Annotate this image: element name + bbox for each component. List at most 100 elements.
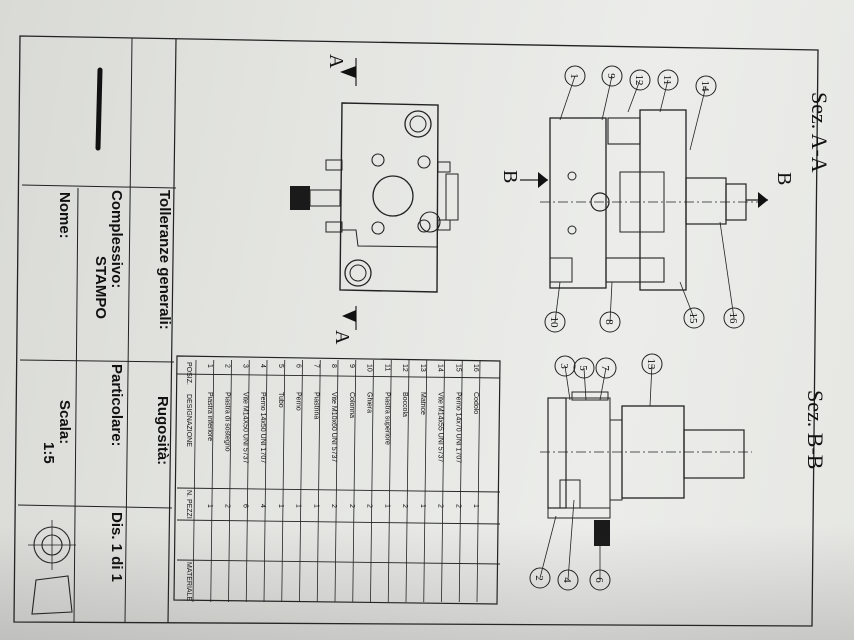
parts-row-pos: 16 <box>472 364 479 372</box>
tolerances-label: Tolleranze generali: <box>156 190 173 330</box>
parts-row-qty: 1 <box>419 504 426 508</box>
section-aa-balloon <box>723 307 745 329</box>
section-aa-balloon-number: 16 <box>727 313 739 325</box>
section-aa-view: B B <box>499 109 795 291</box>
parts-row-pos: 15 <box>454 364 461 372</box>
parts-row-designation: Vite M14x55 UNI 5737 <box>437 392 444 462</box>
balloon-leader <box>559 75 576 121</box>
balloon-leader <box>539 515 557 579</box>
parts-row-qty: 2 <box>437 504 444 508</box>
parts-row-designation: Perno 14x50 UNI 1707 <box>259 392 266 463</box>
section-aa-balloon-number: 9 <box>605 73 617 79</box>
parts-row-designation: Codolo <box>472 392 479 414</box>
section-bb-view <box>540 391 752 546</box>
section-bb-balloon-number: 13 <box>645 359 657 371</box>
parts-row-designation: Perno 14x70 UNI 1707 <box>454 392 461 463</box>
parts-row-qty: 2 <box>366 504 373 508</box>
balloon-leader <box>599 367 607 401</box>
balloon-leader <box>609 281 613 323</box>
parts-row-designation: Perno <box>295 392 302 411</box>
balloon-leader <box>719 221 735 319</box>
parts-row-designation: Tubo <box>277 392 284 408</box>
parts-row-pos: 3 <box>241 364 248 368</box>
parts-row-pos: 1 <box>206 364 213 368</box>
scale-value: 1:5 <box>40 442 57 464</box>
parts-row-designation: Piastrina <box>312 392 319 419</box>
parts-row-qty: 1 <box>295 504 302 508</box>
section-bb-balloon <box>641 353 663 375</box>
balloon-leader <box>567 499 575 581</box>
section-bb-balloon-number: 6 <box>593 577 605 583</box>
parts-row-designation: Piastra superiore <box>383 392 390 445</box>
section-bb-balloon-number: 3 <box>558 363 570 369</box>
section-bb-balloon-number: 4 <box>561 577 573 583</box>
sheet-frame <box>13 35 819 627</box>
section-bb-balloon <box>589 569 611 591</box>
parts-header-qty: N. PEZZI <box>185 490 192 519</box>
balloon-leader <box>659 79 669 113</box>
section-bb-balloon <box>595 357 617 379</box>
balloon-leader <box>601 75 613 121</box>
section-aa-balloon-number: 14 <box>699 81 711 93</box>
parts-row-pos: 2 <box>224 364 231 368</box>
balloon-leader <box>627 79 641 113</box>
parts-row-qty: 4 <box>259 504 266 508</box>
parts-row-qty: 1 <box>472 504 479 508</box>
section-aa-title: Sez. A-A <box>807 92 832 173</box>
parts-row-qty: 2 <box>401 504 408 508</box>
parts-row-pos: 13 <box>419 364 426 372</box>
parts-row-pos: 4 <box>259 364 266 368</box>
name-label: Nome: <box>56 192 73 239</box>
section-aa-balloon <box>695 75 717 97</box>
section-aa-balloon <box>683 307 705 329</box>
section-aa-balloon <box>564 65 586 87</box>
section-aa-balloon-number: 10 <box>548 317 560 329</box>
cutting-plane-b-right: B <box>773 172 795 185</box>
roughness-label: Rugosità: <box>154 396 171 465</box>
pin-part <box>290 186 310 210</box>
parts-row-designation: Colonna <box>348 392 355 418</box>
section-aa-balloon <box>657 69 679 91</box>
cutting-plane-a-top: A <box>325 54 347 69</box>
balloon-leader <box>554 281 561 323</box>
parts-row-pos: 12 <box>401 364 408 372</box>
logo-mark <box>95 67 103 151</box>
section-bb-balloon <box>557 569 579 591</box>
parts-row-pos: 9 <box>348 364 355 368</box>
section-bb-balloon <box>529 567 551 589</box>
balloon-leader <box>689 85 707 151</box>
parts-row-qty: 1 <box>383 504 390 508</box>
parts-row-qty: 1 <box>312 504 319 508</box>
balloon-leader <box>679 281 695 319</box>
section-bb-balloon-number: 7 <box>599 365 611 371</box>
section-aa-balloon-number: 1 <box>568 73 580 79</box>
title-block: Tolleranze generali: Rugosità: Complessi… <box>17 67 177 623</box>
parts-row-designation: Vite M14X50 UNI 5737 <box>241 392 248 464</box>
section-aa-balloon-number: 12 <box>633 75 645 86</box>
parts-row-qty: 2 <box>330 504 337 508</box>
parts-row-pos: 6 <box>295 364 302 368</box>
parts-row-designation: Piastra di sostegno <box>224 392 231 452</box>
parts-row-designation: Vite M10x60 UNI 5737 <box>330 392 337 462</box>
balloon-leader <box>564 365 571 401</box>
balloon-leader <box>649 363 653 407</box>
parts-row-qty: 1 <box>206 504 213 508</box>
plan-view: A A <box>290 54 459 345</box>
parts-row-designation: Boccola <box>401 392 408 417</box>
parts-row-pos: 10 <box>366 364 373 372</box>
assembly-label: Complessivo: <box>108 190 125 288</box>
projection-symbol-icon <box>28 520 76 615</box>
part-label: Particolare: <box>108 364 125 447</box>
parts-row-qty: 2 <box>224 504 231 508</box>
section-aa-balloon <box>601 65 623 87</box>
parts-header-pos: POSIZ. <box>185 362 192 385</box>
parts-row-qty: 2 <box>454 504 461 508</box>
parts-row-qty: 2 <box>348 504 355 508</box>
assembly-value: STAMPO <box>92 256 109 319</box>
section-aa-balloon-number: 15 <box>687 313 699 325</box>
parts-row-designation: Ghiera <box>366 392 373 413</box>
